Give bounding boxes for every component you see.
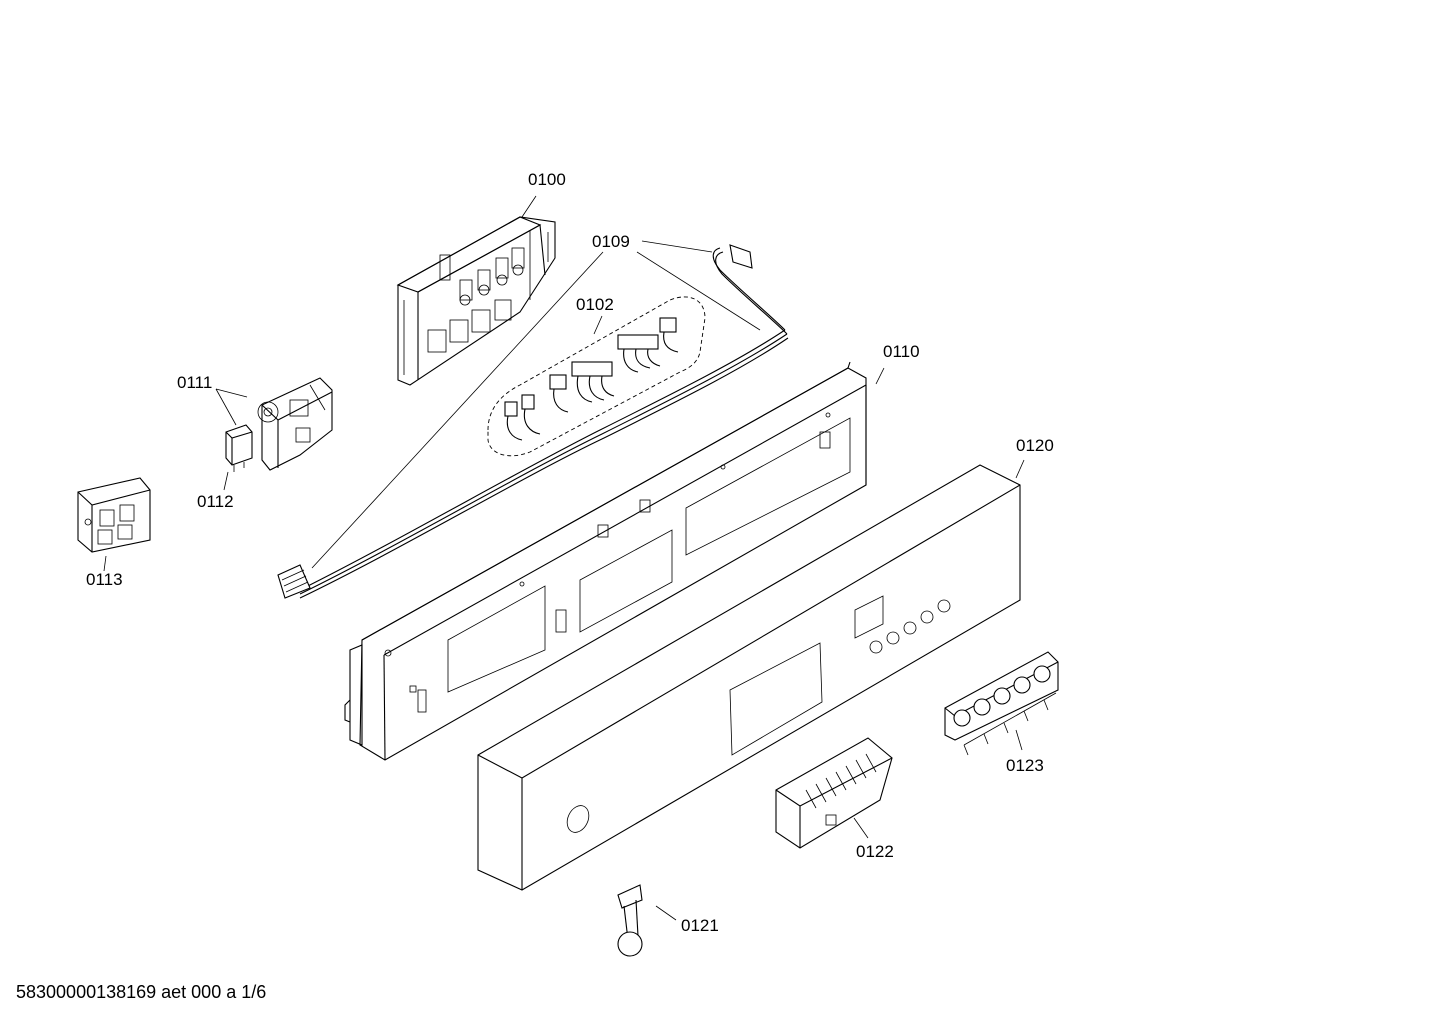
leader-line-0120 bbox=[1015, 459, 1025, 479]
part-label-0100: 0100 bbox=[528, 170, 566, 189]
leader-line-0102 bbox=[593, 315, 603, 335]
leader-line-0111-b bbox=[215, 388, 237, 426]
leader-line-0109-b bbox=[636, 251, 761, 331]
part-0113-terminal-block[interactable] bbox=[77, 477, 151, 553]
part-label-0112: 0112 bbox=[197, 492, 234, 511]
leader-line-0110 bbox=[875, 367, 885, 385]
part-0112-relay[interactable] bbox=[225, 424, 253, 472]
part-0123-button-set[interactable] bbox=[944, 651, 1059, 756]
part-label-0110: 0110 bbox=[883, 342, 920, 361]
part-label-0123: 0123 bbox=[1006, 756, 1044, 775]
part-0111-switch[interactable] bbox=[257, 377, 333, 471]
part-0122-handle[interactable] bbox=[775, 737, 893, 849]
leader-line-0113 bbox=[103, 555, 107, 572]
part-0121-lever[interactable] bbox=[617, 884, 643, 957]
drawing-reference-footer: 58300000138169 aet 000 a 1/6 bbox=[16, 982, 267, 1002]
leader-line-0123 bbox=[1015, 729, 1023, 751]
part-label-0111: 0111 bbox=[177, 373, 213, 392]
leader-line-0122 bbox=[853, 817, 869, 839]
part-0102-connector-set[interactable] bbox=[487, 296, 706, 457]
part-label-0120: 0120 bbox=[1016, 436, 1054, 455]
part-0110-panel-frame[interactable] bbox=[344, 361, 867, 761]
part-label-0122: 0122 bbox=[856, 842, 894, 861]
leader-line-0109-c bbox=[641, 240, 713, 253]
part-0109-cable-harness[interactable] bbox=[277, 244, 789, 599]
part-0100-control-module[interactable] bbox=[396, 216, 556, 386]
leader-line-0100 bbox=[521, 195, 537, 218]
leader-line-0111-a bbox=[215, 388, 248, 398]
leader-line-0112 bbox=[223, 471, 229, 491]
part-label-0109: 0109 bbox=[592, 232, 630, 251]
leader-line-0121 bbox=[655, 905, 677, 921]
part-label-0113: 0113 bbox=[86, 570, 123, 589]
part-label-0121: 0121 bbox=[681, 916, 719, 935]
leader-line-0109-a bbox=[311, 251, 604, 569]
part-label-0102: 0102 bbox=[576, 295, 614, 314]
part-0120-fascia-panel[interactable] bbox=[477, 464, 1021, 891]
